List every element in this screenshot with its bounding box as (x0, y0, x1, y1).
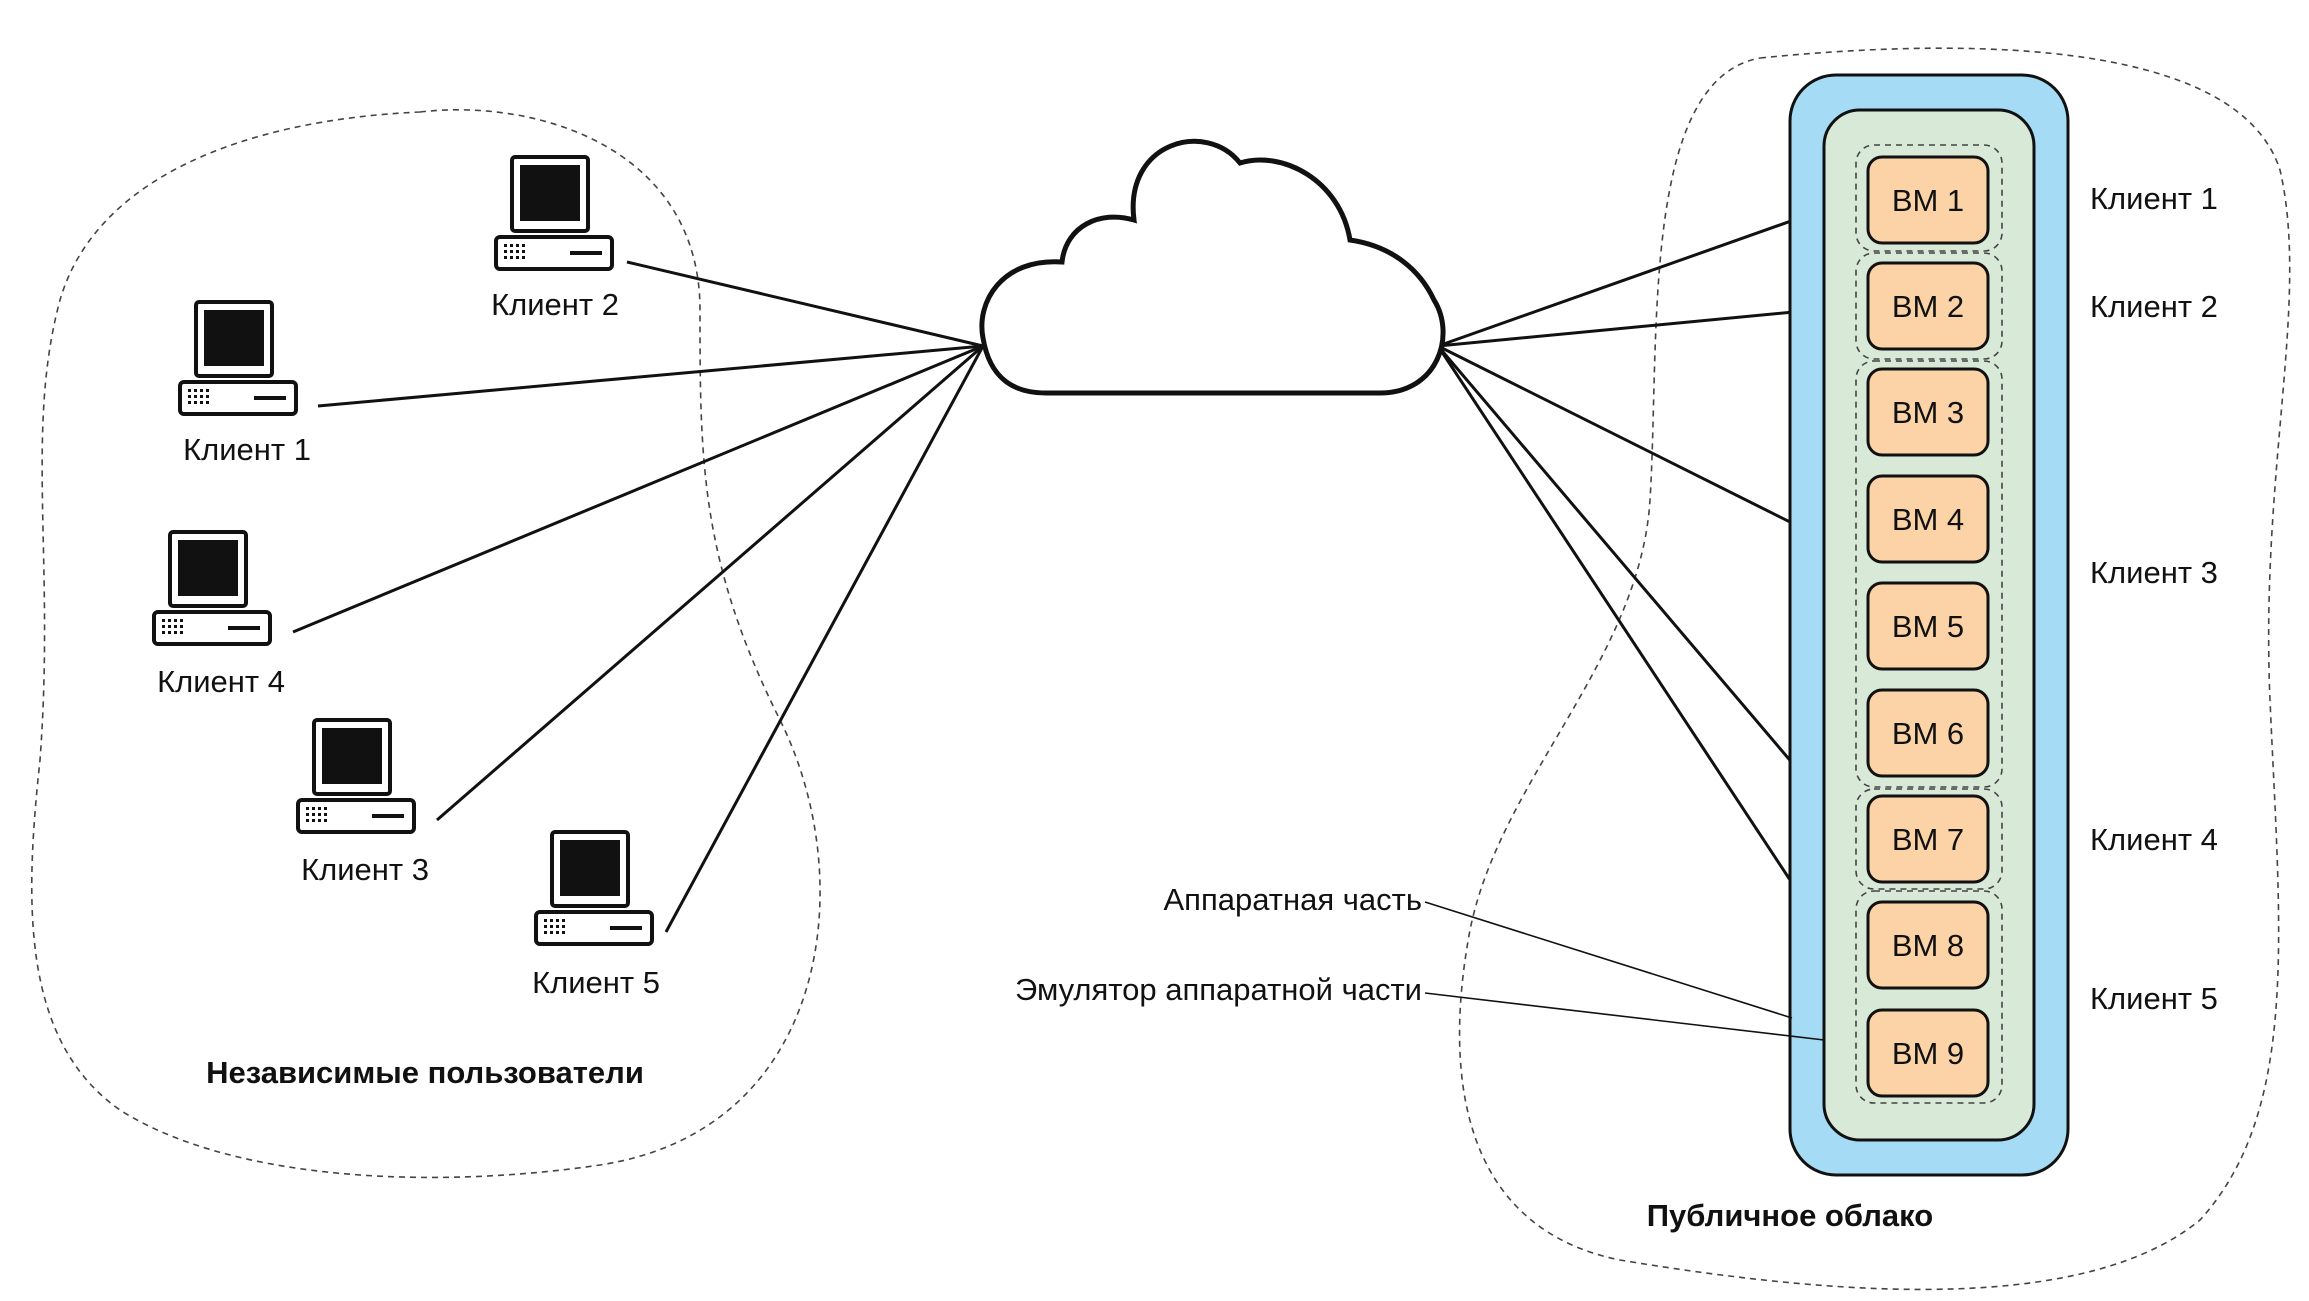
vm-8: ВМ 8 (1866, 900, 1990, 990)
vm-4: ВМ 4 (1866, 474, 1990, 564)
link-cloud-vm8-9 (1436, 345, 1858, 981)
vm-2-label: ВМ 2 (1892, 289, 1964, 324)
link-client-5 (664, 345, 985, 933)
vm-group-client-5 (1855, 890, 2003, 1104)
link-client-2 (626, 260, 984, 348)
client-label-1: Клиент 1 (183, 432, 311, 467)
cloud-icon (979, 138, 1446, 396)
vm-5-label: ВМ 5 (1892, 609, 1964, 644)
vm-client-label-4: Клиент 4 (2090, 822, 2218, 857)
public-cloud-boundary (1458, 47, 2291, 1291)
vm-1: ВМ 1 (1866, 155, 1990, 245)
link-client-3 (436, 344, 984, 822)
vm-group-client-1 (1855, 144, 2003, 252)
emulator-leader (1424, 992, 1825, 1041)
vm-6: ВМ 6 (1866, 688, 1990, 778)
vm-group-client-3 (1855, 360, 2003, 788)
hardware-label: Аппаратная часть (1164, 882, 1423, 917)
link-cloud-vm1 (1437, 196, 1857, 348)
link-cloud-vm3-6 (1437, 344, 1857, 557)
public-cloud-title: Публичное облако (1647, 1198, 1933, 1233)
computer-icon-client-2 (494, 155, 614, 271)
link-client-1 (317, 344, 984, 408)
computer-icon-client-4 (152, 530, 272, 646)
vm-4-label: ВМ 4 (1892, 502, 1964, 537)
vm-client-label-3: Клиент 3 (2090, 555, 2218, 590)
vm-group-client-4 (1855, 788, 2003, 890)
vm-1-label: ВМ 1 (1892, 183, 1964, 218)
vm-2: ВМ 2 (1866, 261, 1990, 351)
vm-7: ВМ 7 (1866, 794, 1990, 884)
vm-9-label: ВМ 9 (1892, 1036, 1964, 1071)
client-label-5: Клиент 5 (532, 965, 660, 1000)
link-cloud-vm7 (1436, 345, 1858, 839)
vm-8-label: ВМ 8 (1892, 928, 1964, 963)
vm-5: ВМ 5 (1866, 581, 1990, 671)
emulator-label: Эмулятор аппаратной части (1015, 972, 1422, 1007)
computer-icon-client-5 (534, 830, 654, 946)
independent-users-title: Независимые пользователи (206, 1055, 644, 1090)
vm-group-client-2 (1855, 252, 2003, 360)
computer-icon-client-3 (296, 718, 416, 834)
vm-9: ВМ 9 (1866, 1008, 1990, 1098)
client-label-4: Клиент 4 (157, 664, 285, 699)
vm-client-label-5: Клиент 5 (2090, 981, 2218, 1016)
client-label-3: Клиент 3 (301, 852, 429, 887)
hardware-leader (1424, 901, 1793, 1019)
vm-client-label-2: Клиент 2 (2090, 289, 2218, 324)
computer-icon-client-1 (178, 300, 298, 416)
vm-3: ВМ 3 (1866, 367, 1990, 457)
vm-client-label-1: Клиент 1 (2090, 181, 2218, 216)
link-cloud-vm2 (1437, 304, 1857, 348)
vm-6-label: ВМ 6 (1892, 716, 1964, 751)
independent-users-boundary (31, 109, 821, 1179)
client-label-2: Клиент 2 (491, 287, 619, 322)
link-client-4 (292, 344, 984, 634)
vm-7-label: ВМ 7 (1892, 822, 1964, 857)
vm-3-label: ВМ 3 (1892, 395, 1964, 430)
